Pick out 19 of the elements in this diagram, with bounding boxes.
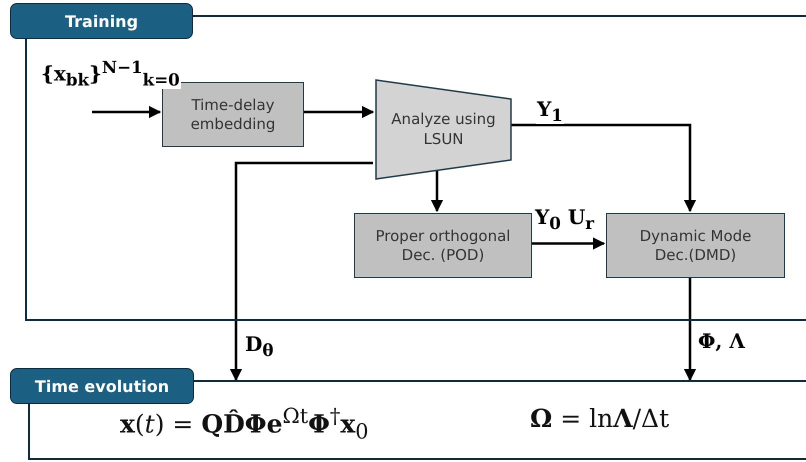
arrow [510,124,696,212]
arrow [302,106,374,118]
equation: x(t) = QD̂Φe$^{Ωt}$Φ$^{†}$x$_{0}$ [120,404,368,444]
edge-label: Y$_{1}$ [536,98,564,124]
arrow [530,237,606,250]
edge-label: D$_{θ}$ [244,333,274,360]
arrow [430,169,444,212]
process-box: Dynamic Mode Dec.(DMD) [606,213,785,278]
process-box: Proper orthogonal Dec. (POD) [354,213,532,278]
section-tab: Time evolution [10,368,194,404]
arrow [684,276,696,382]
block-label: Analyze using LSUN [390,110,497,149]
section-tab: Training [10,3,193,39]
edge-label: Y$_{0}$ U$_{r}$ [534,206,596,232]
trapezoid-block [375,79,512,180]
arrow [92,106,162,118]
arrow [230,162,373,382]
equation: Ω = lnΛ/Δt [530,404,670,433]
edge-label: Φ, Λ [697,330,746,352]
